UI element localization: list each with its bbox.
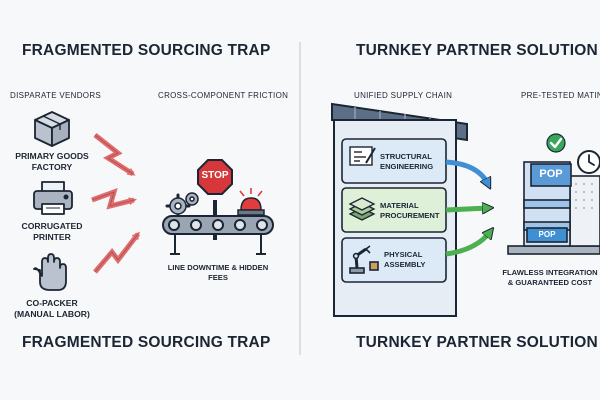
- blueprint-icon: [349, 146, 376, 166]
- step-label-material-procurement: MATERIAL PROCUREMENT: [380, 201, 440, 220]
- cardboard-box-icon: [34, 111, 70, 147]
- step-box-physical-assembly: [341, 237, 447, 283]
- vendor-label-primary-goods-factory: PRIMARY GOODS FACTORY: [15, 151, 89, 172]
- pre-tested-mating-header: PRE-TESTED MATING: [521, 91, 600, 100]
- robot-arm-icon: [349, 245, 379, 274]
- step-label-physical-assembly: PHYSICAL ASSEMBLY: [384, 250, 426, 269]
- friction-arrow-3: [93, 231, 140, 274]
- friction-arrow-2: [91, 187, 137, 210]
- connector-arrow-1: [445, 159, 488, 184]
- display-header-label: POP: [539, 168, 563, 180]
- left-panel-title-bottom: FRAGMENTED SOURCING TRAP: [22, 334, 271, 351]
- left-panel-title: FRAGMENTED SOURCING TRAP: [22, 42, 271, 59]
- right-panel-title: TURNKEY PARTNER SOLUTION: [356, 42, 598, 59]
- pop-display-stand: [507, 161, 600, 255]
- connector-arrow-3: [445, 232, 490, 257]
- vendor-label-corrugated-printer: CORRUGATED PRINTER: [21, 221, 83, 242]
- step-label-structural-engineering: STRUCTURAL ENGINEERING: [380, 152, 434, 171]
- cross-component-friction-header: CROSS-COMPONENT FRICTION: [158, 91, 289, 100]
- display-tray-label: POP: [538, 230, 556, 239]
- vendor-label-co-packer: CO-PACKER (MANUAL LABOR): [14, 298, 90, 319]
- disparate-vendors-header: DISPARATE VENDORS: [10, 91, 102, 100]
- alarm-siren-icon: [237, 188, 265, 216]
- conveyor-belt-icon: [162, 215, 274, 255]
- material-stack-icon: [348, 197, 376, 221]
- gear-icon: [165, 192, 199, 219]
- clock-icon: [577, 150, 600, 174]
- checkmark-icon: [546, 133, 566, 153]
- unified-supply-chain-header: UNIFIED SUPPLY CHAIN: [354, 91, 453, 100]
- line-downtime-label: LINE DOWNTIME & HIDDEN FEES: [167, 263, 269, 282]
- stop-sign-label: STOP: [201, 170, 229, 181]
- flawless-integration-label: FLAWLESS INTEGRATION & GUARANTEED COST: [502, 268, 598, 287]
- friction-arrow-1: [93, 133, 136, 177]
- connector-arrow-2: [445, 208, 488, 210]
- hand-icon: [33, 253, 67, 291]
- friction-arrows: [91, 133, 140, 274]
- right-panel-title-bottom: TURNKEY PARTNER SOLUTION: [356, 334, 598, 351]
- printer-icon: [33, 181, 73, 215]
